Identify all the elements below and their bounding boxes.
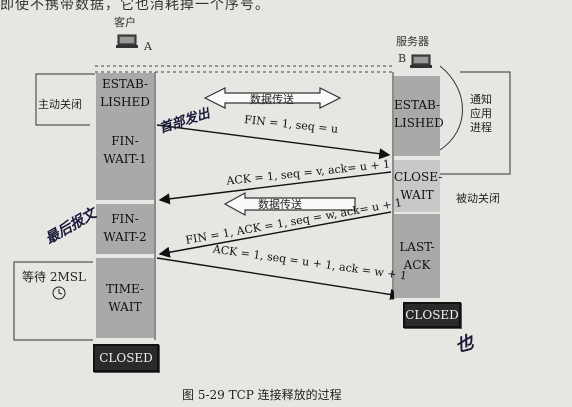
client-state-closed: CLOSED: [93, 344, 159, 372]
passive-close-label: 被动关闭: [456, 192, 500, 205]
client-computer-icon: [116, 34, 138, 53]
data-transfer-arrow-1: [203, 87, 342, 109]
arrow-ack1: [158, 171, 392, 205]
active-close-label: 主动关闭: [38, 98, 82, 111]
server-state-closed: CLOSED: [403, 302, 461, 328]
client-label: 客户: [114, 16, 136, 29]
data-transfer-label-2: 数据传送: [258, 198, 302, 211]
data-transfer-arrow-2: [223, 191, 356, 217]
server-label: 服务器: [396, 35, 429, 48]
arrow-ack2: [156, 257, 402, 301]
header-text: 即使不携带数据，它也消耗掉一个序号。: [0, 0, 270, 13]
client-state-fin-wait-1: FIN- WAIT-1: [96, 114, 154, 200]
notify-app-label: 通知 应用 进程: [470, 93, 492, 134]
client-state-fin-wait-2: FIN- WAIT-2: [96, 204, 154, 254]
server-state-established: ESTAB- LISHED: [394, 76, 444, 156]
wait-2msl-label: 等待 2MSL: [22, 270, 86, 284]
client-letter: A: [144, 40, 152, 53]
server-state-last-ack: LAST- ACK: [394, 214, 440, 298]
server-computer-icon: [410, 54, 432, 73]
figure-caption: 图 5-29 TCP 连接释放的过程: [182, 388, 342, 402]
data-transfer-label-1: 数据传送: [250, 93, 294, 106]
arrow-fin1: [156, 124, 391, 160]
client-state-established: ESTAB- LISHED: [96, 73, 154, 115]
arrow-fin2: [158, 211, 392, 258]
active-close-line: [35, 73, 95, 126]
wait-box: [13, 261, 93, 341]
passive-close-line: [440, 71, 511, 175]
client-state-time-wait: TIME- WAIT: [96, 258, 154, 338]
server-letter: B: [398, 52, 407, 65]
server-state-close-wait: CLOSE- WAIT: [394, 160, 442, 212]
notify-curve: [439, 65, 463, 151]
clock-icon: [52, 285, 66, 304]
